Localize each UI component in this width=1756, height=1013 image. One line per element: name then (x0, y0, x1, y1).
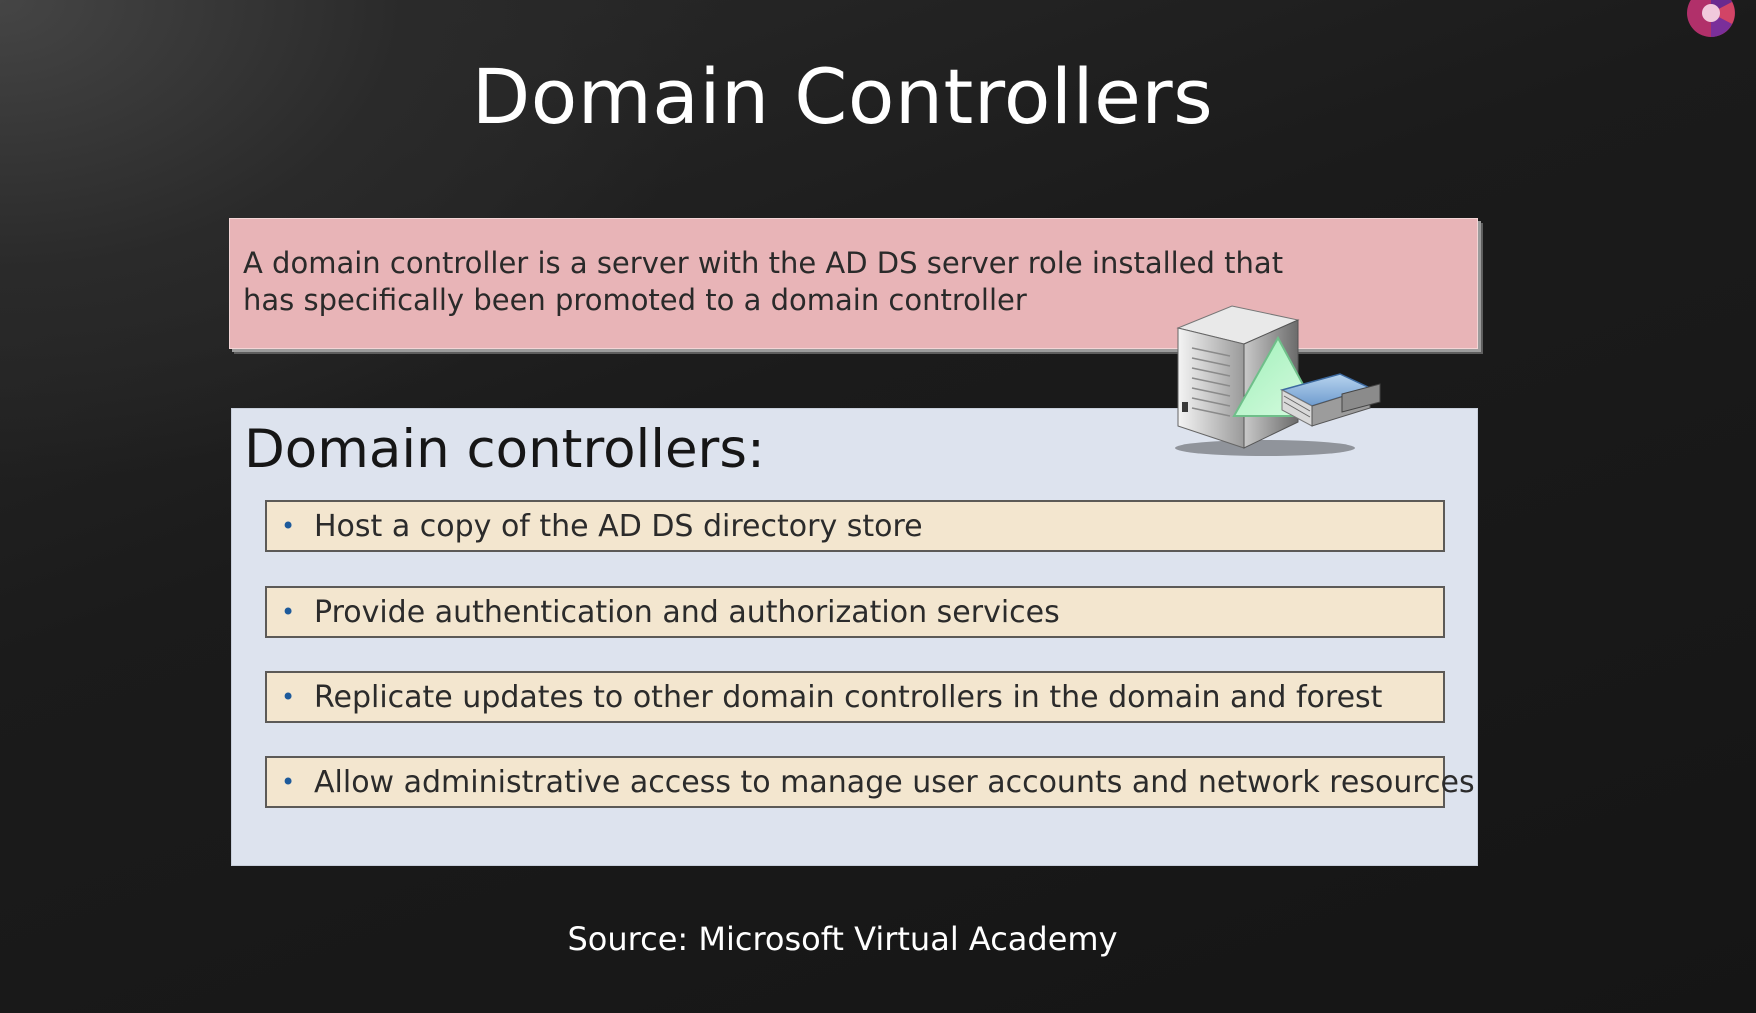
bullet-dot-icon: • (281, 683, 296, 711)
source-caption: Source: Microsoft Virtual Academy (567, 920, 1118, 958)
bullet-item: • Replicate updates to other domain cont… (265, 671, 1445, 723)
circular-logo-icon (1687, 0, 1735, 37)
slide-title: Domain Controllers (471, 52, 1214, 141)
bullet-dot-icon: • (281, 768, 296, 796)
bullet-dot-icon: • (281, 512, 296, 540)
bullet-item: • Allow administrative access to manage … (265, 756, 1475, 808)
bullet-dot-icon: • (281, 598, 296, 626)
bullet-text: Replicate updates to other domain contro… (314, 680, 1383, 715)
definition-text: A domain controller is a server with the… (243, 246, 1284, 317)
bullet-text: Provide authentication and authorization… (314, 595, 1060, 630)
bullet-item: • Host a copy of the AD DS directory sto… (265, 500, 1445, 552)
server-with-directory-icon (1175, 305, 1381, 456)
bullet-text: Allow administrative access to manage us… (314, 765, 1475, 800)
bullet-text: Host a copy of the AD DS directory store (314, 509, 923, 544)
controllers-panel: Domain controllers: • Host a copy of the… (231, 408, 1478, 866)
panel-heading: Domain controllers: (244, 419, 765, 480)
bullet-item: • Provide authentication and authorizati… (265, 586, 1445, 638)
